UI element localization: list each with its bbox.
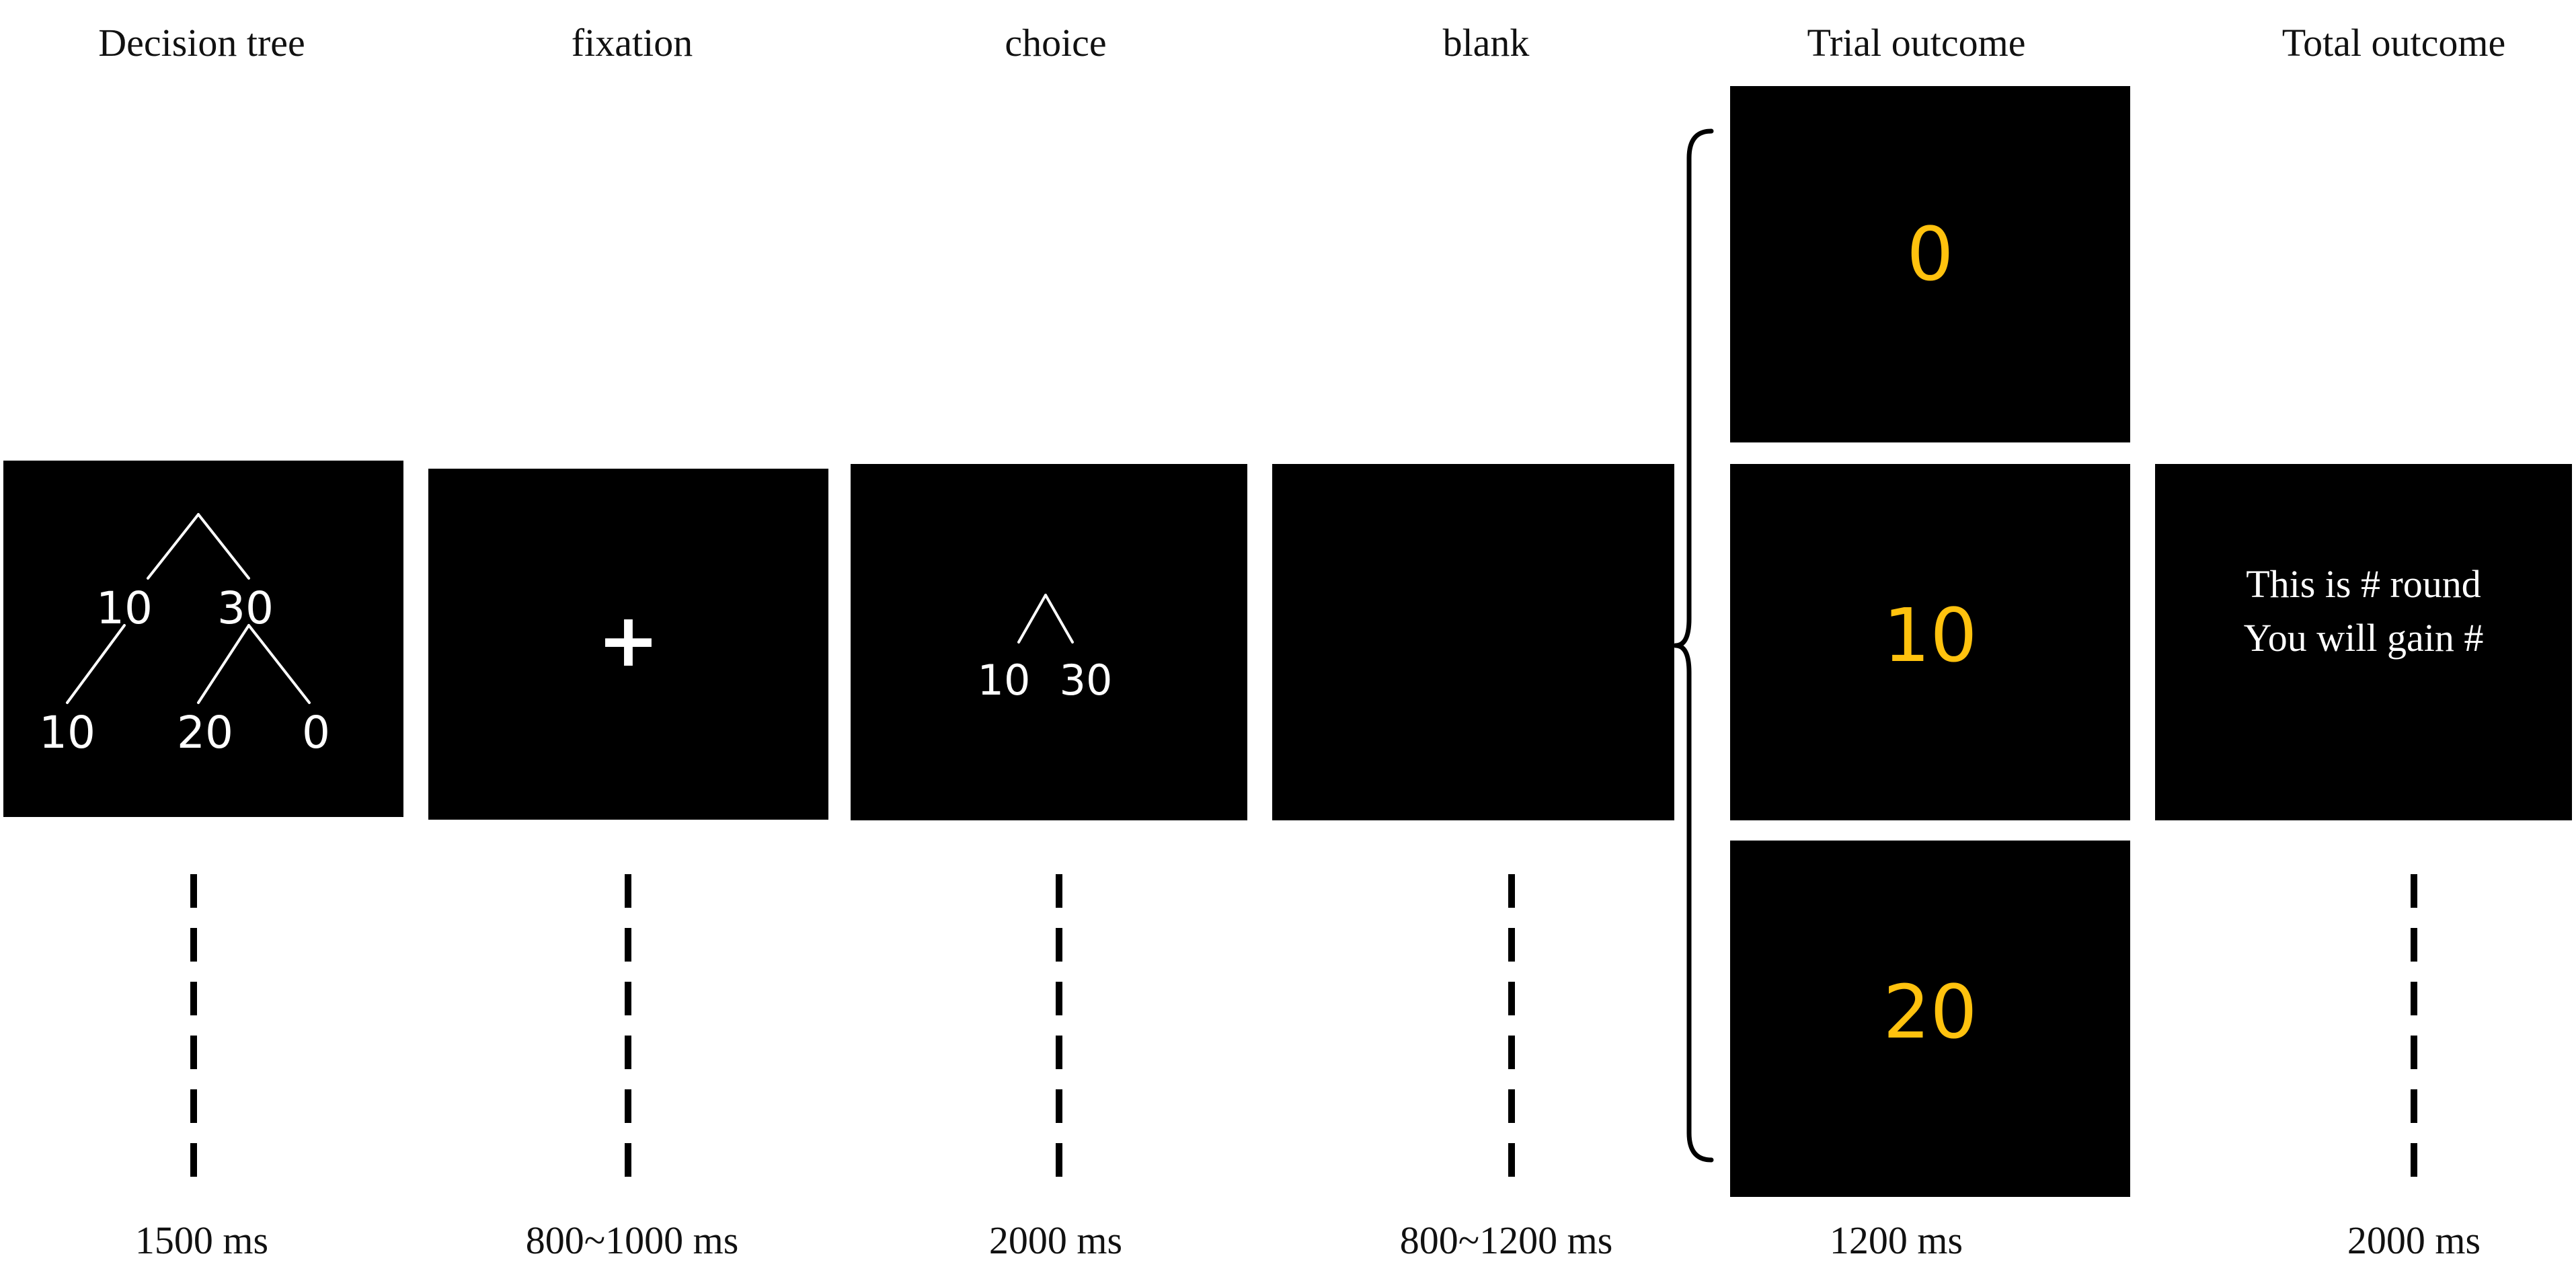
choice-option-right: 30: [1059, 656, 1113, 705]
timeline-dash: [190, 874, 197, 908]
trial-outcome-value-3: 20: [1883, 969, 1978, 1055]
blank-screen: [1272, 464, 1674, 820]
stage-duration-decision-tree: 1500 ms: [134, 1218, 269, 1262]
decision-tree-screen: 10 30 10 20 0: [3, 461, 403, 817]
tree-node-level2-middle: 20: [177, 707, 233, 758]
stage-title-trial-outcome: Trial outcome: [1807, 21, 2026, 65]
timeline-dash: [1056, 1036, 1062, 1069]
timeline-dash: [625, 1036, 631, 1069]
timeline-dash: [1508, 874, 1515, 908]
timeline-dashes-fixation: [625, 874, 631, 1177]
timeline-dash: [625, 982, 631, 1015]
timeline-dash: [625, 1089, 631, 1123]
tree-node-level1-right: 30: [217, 582, 274, 634]
trial-outcome-screen-1: 0: [1730, 86, 2130, 442]
timeline-dash: [2411, 1089, 2417, 1123]
stage-title-blank: blank: [1442, 21, 1530, 65]
outcome-brace: [1674, 128, 1714, 1163]
fixation-cross: +: [597, 597, 660, 683]
fixation-screen: +: [428, 469, 828, 820]
timeline-dash: [2411, 982, 2417, 1015]
total-outcome-line-1: This is # round: [2246, 562, 2481, 606]
timeline-dash: [190, 982, 197, 1015]
stage-title-decision-tree: Decision tree: [98, 21, 305, 65]
stage-title-choice: choice: [1005, 21, 1107, 65]
stage-title-total-outcome: Total outcome: [2281, 21, 2506, 65]
choice-screen: 10 30: [851, 464, 1247, 820]
stage-title-fixation: fixation: [571, 21, 693, 65]
stage-duration-fixation: 800~1000 ms: [525, 1218, 739, 1262]
decision-tree-lines: [66, 513, 311, 704]
total-outcome-line-2: You will gain #: [2243, 616, 2484, 660]
timeline-dash: [1056, 928, 1062, 962]
timeline-dash: [1508, 1143, 1515, 1177]
timeline-dashes-choice: [1056, 874, 1062, 1177]
timeline-dash: [2411, 874, 2417, 908]
choice-option-left: 10: [977, 656, 1031, 705]
trial-outcome-screen-2: 10: [1730, 464, 2130, 820]
timeline-dash: [190, 1036, 197, 1069]
timeline-dash: [1056, 874, 1062, 908]
timeline-dash: [625, 928, 631, 962]
tree-node-level1-left: 10: [96, 582, 153, 634]
timeline-dash: [190, 1089, 197, 1123]
timeline-dash: [190, 928, 197, 962]
trial-outcome-screen-3: 20: [1730, 841, 2130, 1197]
timeline-dash: [625, 874, 631, 908]
timeline-dashes-total-outcome: [2411, 874, 2417, 1177]
stage-duration-trial-outcome: 1200 ms: [1829, 1218, 1963, 1262]
stage-duration-choice: 2000 ms: [988, 1218, 1123, 1262]
stage-duration-total-outcome: 2000 ms: [2347, 1218, 2481, 1262]
timeline-dash: [1508, 982, 1515, 1015]
timeline-dash: [2411, 1143, 2417, 1177]
trial-outcome-value-2: 10: [1883, 592, 1978, 678]
tree-node-level2-left: 10: [39, 707, 95, 758]
timeline-dash: [1508, 1036, 1515, 1069]
trial-outcome-value-1: 0: [1906, 211, 1954, 297]
timeline-dash: [1508, 928, 1515, 962]
timeline-dashes-blank: [1508, 874, 1515, 1177]
stage-duration-blank: 800~1200 ms: [1399, 1218, 1613, 1262]
tree-node-level2-right: 0: [302, 707, 330, 758]
timeline-dash: [1508, 1089, 1515, 1123]
timeline-dash: [1056, 1143, 1062, 1177]
timeline-dash: [2411, 1036, 2417, 1069]
timeline-dashes-decision-tree: [190, 874, 197, 1177]
total-outcome-screen: This is # round You will gain #: [2155, 464, 2572, 820]
choice-tree-lines: [1017, 594, 1074, 644]
timeline-dash: [190, 1143, 197, 1177]
timeline-dash: [625, 1143, 631, 1177]
timeline-dash: [1056, 1089, 1062, 1123]
timeline-dash: [2411, 928, 2417, 962]
timeline-dash: [1056, 982, 1062, 1015]
